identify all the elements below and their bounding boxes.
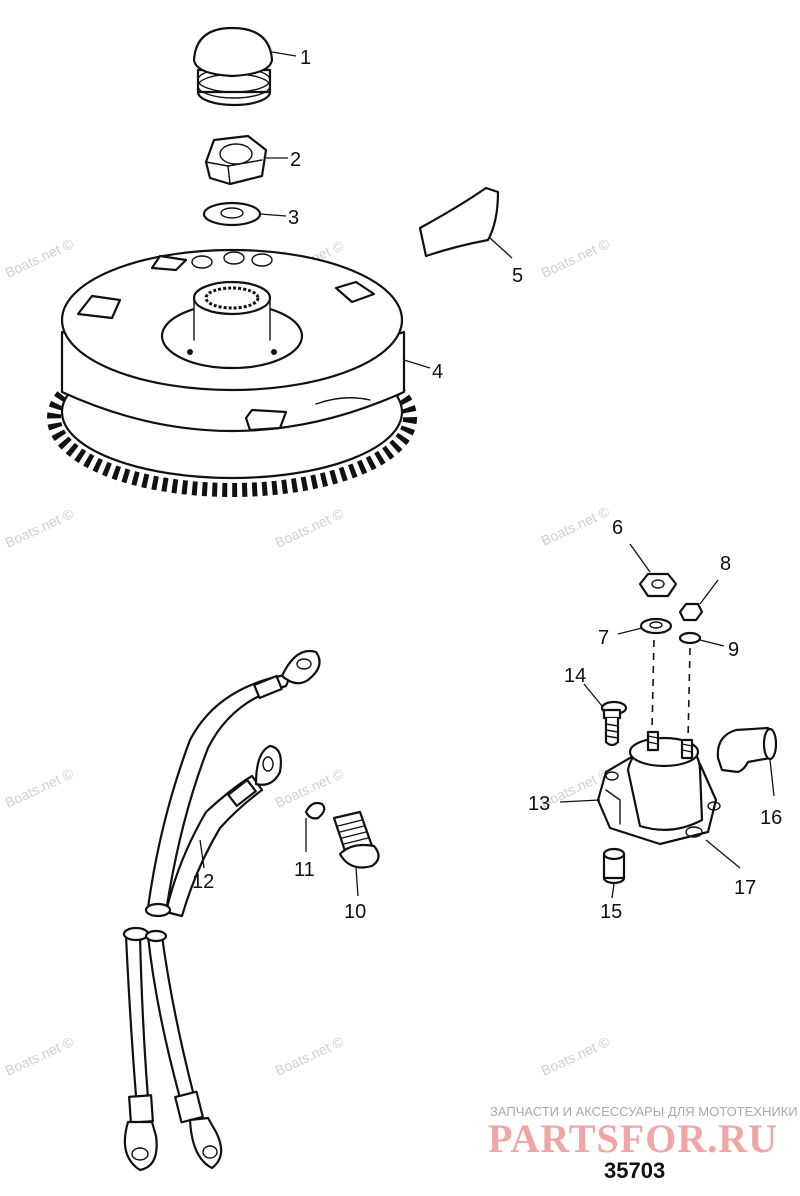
callout-labels: 1 2 3 4 5 6 7 8 9 10 11 12 13 14 15 16 1… — [192, 47, 782, 923]
part-16-boot — [716, 726, 778, 774]
alignment-line — [687, 647, 691, 741]
callout-17: 17 — [734, 877, 756, 899]
leader-line — [403, 359, 431, 369]
callout-15: 15 — [600, 901, 622, 923]
callout-5: 5 — [512, 265, 523, 287]
leader-line — [699, 639, 725, 647]
part-10-screw — [332, 810, 380, 869]
callout-14: 14 — [564, 665, 586, 687]
part-7-washer — [639, 617, 673, 635]
callout-4: 4 — [432, 361, 443, 383]
callout-12: 12 — [192, 871, 214, 893]
watermark: Boats.net © — [539, 503, 613, 549]
part-2-nut — [204, 134, 268, 186]
part-13-solenoid — [596, 730, 721, 846]
watermark: Boats.net © — [539, 235, 613, 281]
leader-line — [769, 759, 775, 797]
brand-logo: PARTSFOR.RU — [488, 1116, 778, 1161]
callout-10: 10 — [344, 901, 366, 923]
watermark: Boats.net © — [539, 1033, 613, 1079]
leader-line — [259, 213, 287, 217]
footer: ЗАПЧАСТИ И АКСЕССУАРЫ ДЛЯ МОТОТЕХНИКИ PA… — [488, 1104, 798, 1183]
part-15-spacer — [602, 847, 626, 885]
callout-3: 3 — [288, 207, 299, 229]
callout-16: 16 — [760, 807, 782, 829]
leader-line — [355, 867, 359, 897]
part-8-nut — [678, 602, 704, 622]
leader-line — [271, 51, 297, 57]
watermark: Boats.net © — [273, 505, 347, 551]
callout-6: 6 — [612, 517, 623, 539]
leader-line — [699, 579, 719, 605]
watermark: Boats.net © — [273, 765, 347, 811]
part-12-cable-lower — [122, 926, 223, 1172]
part-6-nut — [638, 572, 678, 598]
part-14-bolt — [600, 700, 628, 747]
watermark: Boats.net © — [3, 1033, 77, 1079]
callout-2: 2 — [290, 149, 301, 171]
part-1-cap — [192, 26, 274, 107]
part-5-shield — [418, 186, 500, 258]
leader-line — [617, 627, 643, 635]
leader-line — [583, 683, 603, 707]
callout-8: 8 — [720, 553, 731, 575]
leader-line — [559, 799, 601, 803]
callout-11: 11 — [294, 859, 315, 881]
callout-9: 9 — [728, 639, 739, 661]
alignment-line — [651, 639, 655, 731]
part-11-lockwasher — [304, 801, 326, 820]
watermark: Boats.net © — [3, 235, 77, 281]
part-4-flywheel — [47, 248, 417, 497]
callout-13: 13 — [528, 793, 550, 815]
footer-tagline: ЗАПЧАСТИ И АКСЕССУАРЫ ДЛЯ МОТОТЕХНИКИ — [490, 1104, 798, 1119]
part-12-cable-upper — [144, 649, 321, 918]
leader-line — [705, 839, 741, 869]
leader-line — [199, 839, 205, 869]
callout-1: 1 — [300, 47, 311, 69]
callout-7: 7 — [598, 627, 609, 649]
diagram-code: 35703 — [604, 1158, 665, 1183]
watermark: Boats.net © — [273, 1033, 347, 1079]
part-3-washer — [202, 201, 262, 227]
leader-line — [629, 543, 651, 573]
part-9-washer — [678, 631, 702, 645]
leader-line — [489, 237, 513, 259]
watermark: Boats.net © — [3, 765, 77, 811]
leader-line — [611, 883, 615, 899]
watermark: Boats.net © — [3, 505, 77, 551]
